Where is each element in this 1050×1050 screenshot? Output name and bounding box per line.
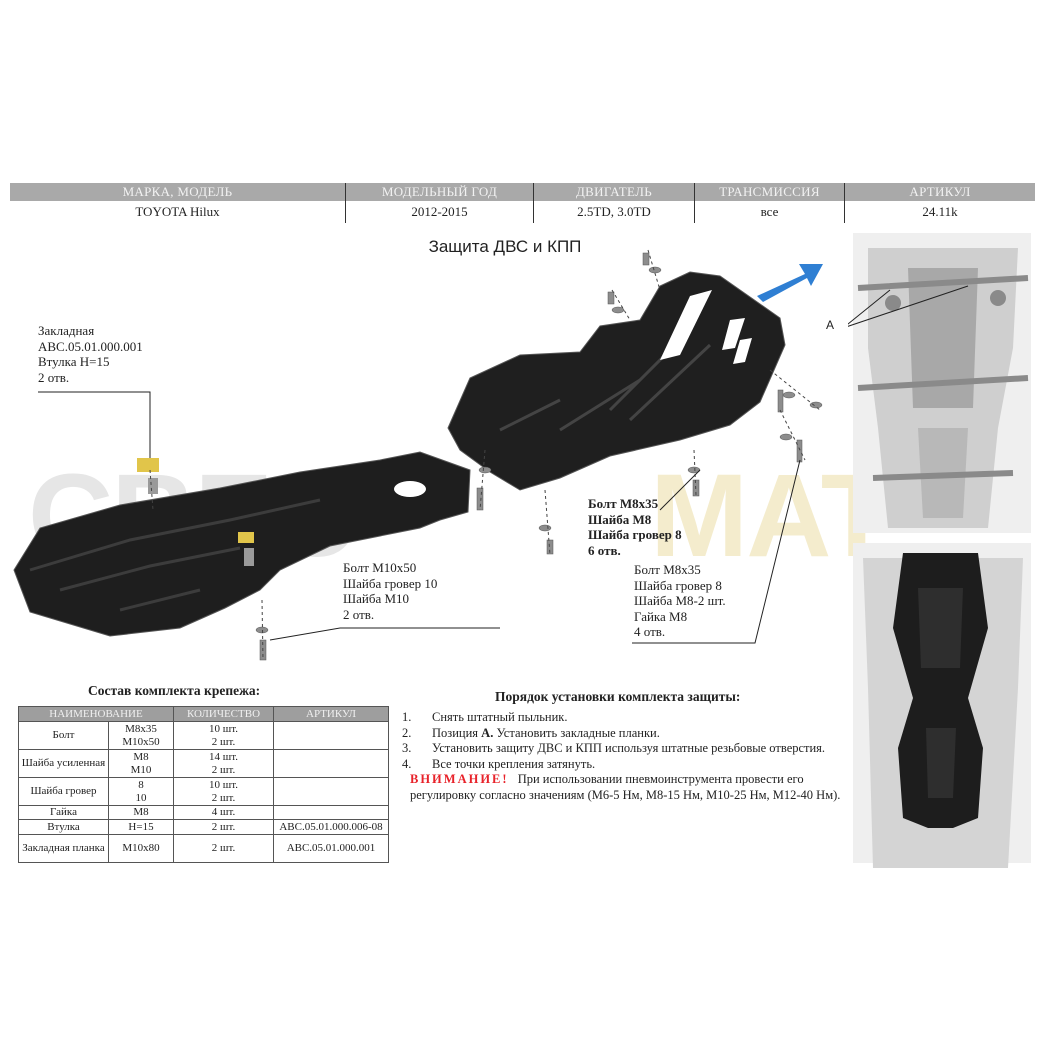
procedure-title: Порядок установки комплекта защиты: xyxy=(495,689,741,704)
list-item: 1.Снять штатный пыльник. xyxy=(402,710,568,724)
underbody-after xyxy=(853,543,1031,868)
kit-table: НАИМЕНОВАНИЕ КОЛИЧЕСТВО АРТИКУЛ Болт М8х… xyxy=(18,706,389,863)
val-year: 2012-2015 xyxy=(345,201,534,223)
kit-title: Состав комплекта крепежа: xyxy=(88,683,261,698)
kit-col-qty: КОЛИЧЕСТВО xyxy=(173,706,274,722)
embed-bracket xyxy=(137,458,159,472)
front-arrow-icon xyxy=(757,264,823,302)
col-engine: ДВИГАТЕЛЬ xyxy=(533,183,695,201)
list-item: 3.Установить защиту ДВС и КПП используя … xyxy=(402,741,826,755)
vehicle-table: МАРКА, МОДЕЛЬ МОДЕЛЬНЫЙ ГОД ДВИГАТЕЛЬ ТР… xyxy=(10,183,1035,223)
val-engine: 2.5TD, 3.0TD xyxy=(533,201,695,223)
col-transmission: ТРАНСМИССИЯ xyxy=(694,183,845,201)
warning-label: ВНИМАНИЕ! xyxy=(410,772,509,786)
warning-text: При использовании пневмоинструмента пров… xyxy=(410,772,841,802)
vehicle-underbody-views xyxy=(848,233,1031,868)
warning-note: ВНИМАНИЕ! При использовании пневмоинстру… xyxy=(402,772,862,803)
transmission-skid-plate xyxy=(13,451,471,637)
embed-bracket xyxy=(238,532,254,543)
callout-a: A xyxy=(826,318,835,332)
col-model: МАРКА, МОДЕЛЬ xyxy=(10,183,346,201)
engine-skid-plate xyxy=(447,271,786,491)
table-row: Гайка М8 4 шт. xyxy=(18,805,389,820)
page-title: Защита ДВС и КПП xyxy=(428,237,582,256)
plate-hole xyxy=(394,481,426,497)
val-transmission: все xyxy=(694,201,845,223)
col-article: АРТИКУЛ xyxy=(844,183,1035,201)
underbody-before xyxy=(853,233,1031,533)
table-row: Втулка Н=15 2 шт. АВС.05.01.000.006-08 xyxy=(18,819,389,835)
assembly-drawing xyxy=(13,249,823,661)
table-row: Закладная планка М10х80 2 шт. АВС.05.01.… xyxy=(18,834,389,863)
kit-col-name: НАИМЕНОВАНИЕ xyxy=(18,706,174,722)
list-item: 4.Все точки крепления затянуть. xyxy=(402,756,596,771)
kit-col-art: АРТИКУЛ xyxy=(273,706,389,722)
val-article: 24.11k xyxy=(844,201,1035,223)
procedure-list: 1.Снять штатный пыльник. 2. Позиция А. У… xyxy=(402,710,862,803)
val-model: TOYOTA Hilux xyxy=(135,204,220,219)
plate-hole xyxy=(660,290,712,360)
list-item: 2. Позиция А. Установить закладные планк… xyxy=(402,725,660,740)
col-year: МОДЕЛЬНЫЙ ГОД xyxy=(345,183,534,201)
